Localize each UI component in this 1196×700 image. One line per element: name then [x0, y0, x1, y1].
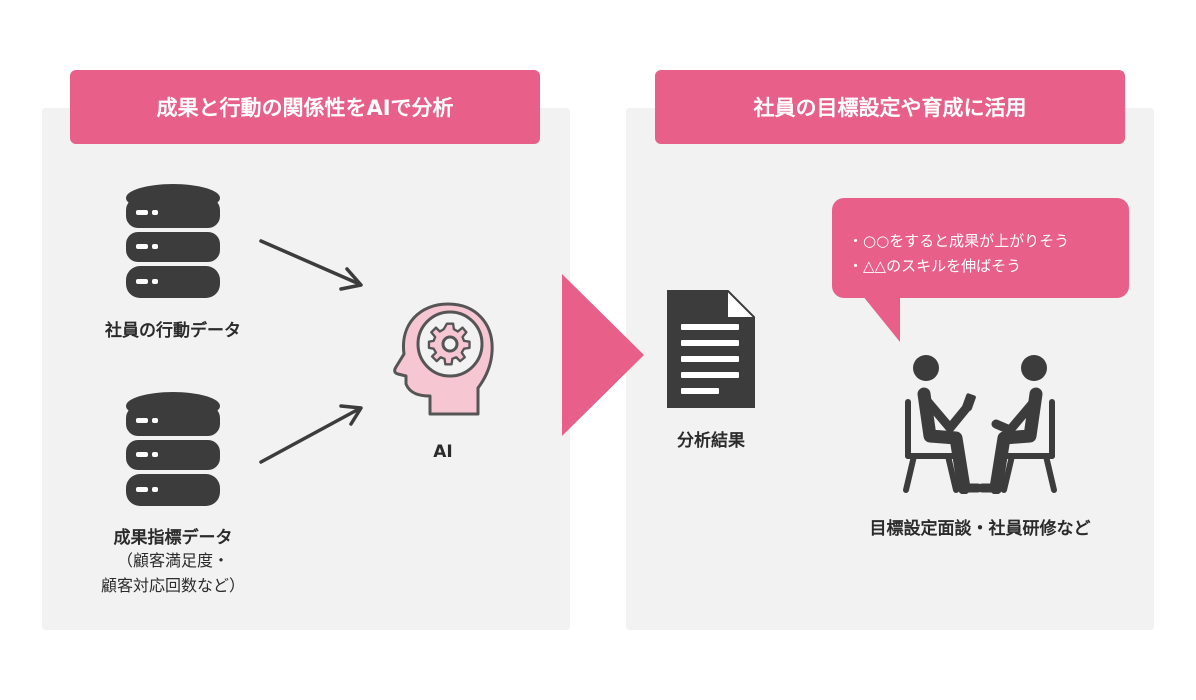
chevron-right-icon: [562, 274, 644, 436]
bubble-line: ・△△のスキルを伸ばそう: [848, 257, 1022, 275]
database-icon: [126, 184, 220, 298]
database-icon: [126, 392, 220, 506]
outcome-data-label: 成果指標データ: [113, 528, 233, 548]
speech-bubble: ・○○をすると成果が上がりそう ・△△のスキルを伸ばそう: [832, 198, 1129, 298]
application-header: 社員の目標設定や育成に活用: [655, 70, 1125, 144]
analysis-header: 成果と行動の関係性をAIで分析: [70, 70, 540, 144]
arrow-icon: [259, 404, 363, 464]
analysis-result-label: 分析結果: [677, 431, 745, 451]
arrow-icon: [259, 239, 363, 291]
bubble-line: ・○○をすると成果が上がりそう: [848, 232, 1070, 250]
meeting-label: 目標設定面談・社員研修など: [869, 519, 1091, 539]
outcome-data-note-line1: （顧客満足度・: [116, 551, 229, 570]
outcome-data-note-line2: 顧客対応回数など）: [100, 576, 245, 595]
ai-head-icon: [393, 302, 494, 416]
speech-bubble-tail-icon: [858, 290, 900, 342]
ai-label: AI: [433, 442, 453, 462]
behavior-data-label: 社員の行動データ: [105, 321, 241, 341]
document-icon: [667, 290, 755, 408]
meeting-people-icon: [903, 355, 1057, 494]
